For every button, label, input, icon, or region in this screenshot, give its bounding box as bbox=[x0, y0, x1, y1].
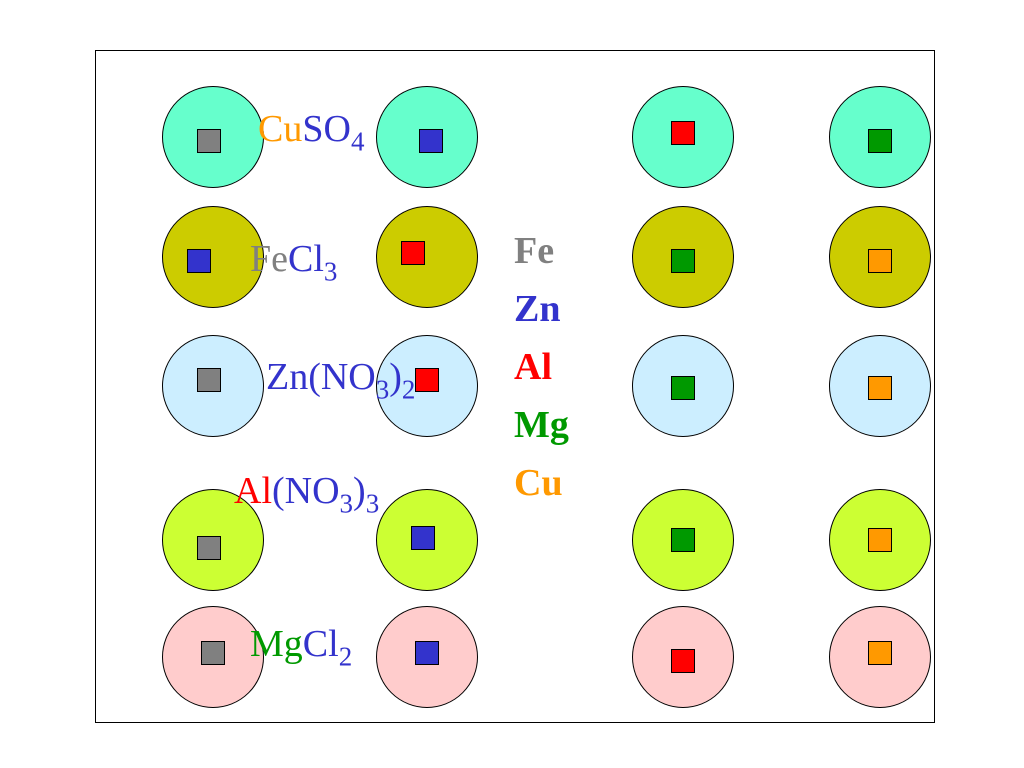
metal-chip-al bbox=[415, 368, 439, 392]
label-mgcl2-cl: Cl bbox=[302, 623, 339, 665]
label-fecl3-cl: Cl bbox=[288, 238, 324, 280]
legend-mg: Mg bbox=[514, 404, 569, 446]
well-5-1 bbox=[162, 606, 264, 708]
legend-al: Al bbox=[514, 346, 552, 388]
metal-chip-fe bbox=[201, 641, 225, 665]
metal-chip-cu bbox=[868, 641, 892, 665]
label-cuso4: CuSO4 bbox=[258, 108, 364, 155]
legend-cu: Cu bbox=[514, 462, 563, 504]
label-mgcl2-mg: Mg bbox=[250, 623, 303, 665]
label-al-no3-3-b: ) bbox=[353, 470, 366, 512]
label-cuso4-cu: Cu bbox=[258, 108, 303, 150]
label-zn-no3-2-a: Zn(NO bbox=[266, 356, 376, 398]
diagram-frame bbox=[95, 50, 935, 723]
label-mgcl2-sub: 2 bbox=[338, 641, 353, 672]
legend-zn: Zn bbox=[514, 288, 561, 330]
metal-chip-zn bbox=[419, 129, 443, 153]
label-cuso4-so: SO bbox=[302, 108, 351, 150]
metal-chip-mg bbox=[671, 376, 695, 400]
label-al-no3-3-a: (NO bbox=[272, 470, 340, 512]
label-zn-no3-2-sub1: 3 bbox=[375, 374, 390, 405]
metal-chip-fe bbox=[197, 368, 221, 392]
well-5-2 bbox=[376, 606, 478, 708]
metal-chip-mg bbox=[671, 249, 695, 273]
metal-chip-cu bbox=[868, 249, 892, 273]
label-al-no3-3: Al(NO3)3 bbox=[234, 470, 379, 517]
label-al-no3-3-sub1: 3 bbox=[339, 488, 354, 519]
metal-chip-fe bbox=[197, 129, 221, 153]
metal-chip-cu bbox=[868, 376, 892, 400]
label-fecl3-sub: 3 bbox=[323, 256, 338, 287]
metal-chip-al bbox=[671, 649, 695, 673]
metal-chip-mg bbox=[868, 129, 892, 153]
metal-chip-al bbox=[401, 241, 425, 265]
well-1-1 bbox=[162, 86, 264, 188]
metal-chip-zn bbox=[411, 526, 435, 550]
metal-chip-cu bbox=[868, 528, 892, 552]
label-fecl3: FeCl3 bbox=[250, 238, 337, 285]
label-mgcl2: MgCl2 bbox=[250, 623, 352, 670]
legend-fe: Fe bbox=[514, 230, 555, 272]
label-zn-no3-2-b: ) bbox=[389, 356, 402, 398]
label-al-no3-3-al: Al bbox=[234, 470, 272, 512]
well-2-1 bbox=[162, 206, 264, 308]
metal-chip-zn bbox=[415, 641, 439, 665]
metal-legend: Fe Zn Al Mg Cu bbox=[514, 232, 569, 522]
label-al-no3-3-sub2: 3 bbox=[365, 488, 380, 519]
metal-chip-mg bbox=[671, 528, 695, 552]
metal-chip-al bbox=[671, 121, 695, 145]
metal-chip-fe bbox=[197, 536, 221, 560]
well-2-2 bbox=[376, 206, 478, 308]
label-fecl3-fe: Fe bbox=[250, 238, 288, 280]
label-cuso4-sub: 4 bbox=[350, 126, 365, 157]
label-zn-no3-2-sub2: 2 bbox=[401, 374, 416, 405]
metal-chip-zn bbox=[187, 249, 211, 273]
label-zn-no3-2: Zn(NO3)2 bbox=[266, 356, 415, 403]
